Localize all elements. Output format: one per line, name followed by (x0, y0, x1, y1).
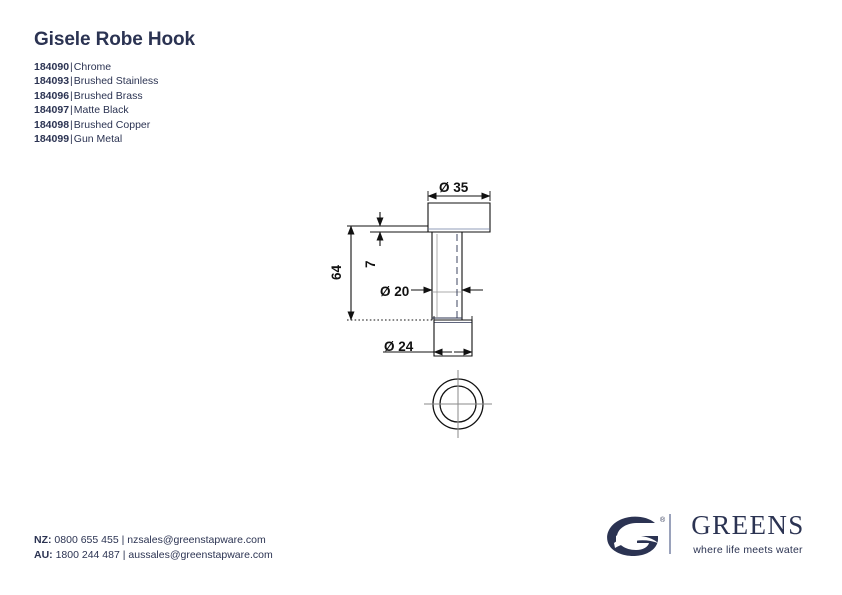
variant-name: Brushed Brass (73, 89, 143, 102)
variant-code: 184098 (34, 118, 70, 131)
brand-logo: ® GREENS where life meets water (600, 508, 815, 564)
variant-separator: | (70, 118, 73, 131)
dimension-label-dia-35: Ø 35 (439, 180, 469, 195)
brand-name: GREENS (691, 510, 805, 540)
variant-name: Brushed Stainless (73, 75, 159, 88)
variant-separator: | (70, 75, 73, 88)
contact-line-nz: NZ: 0800 655 455 | nzsales@greenstapware… (34, 533, 273, 548)
page-title: Gisele Robe Hook (34, 29, 195, 50)
footer-contact: NZ: 0800 655 455 | nzsales@greenstapware… (34, 533, 273, 562)
top-flange-outline (427, 202, 491, 233)
plan-view-circles (424, 370, 492, 438)
list-item: 184096|Brushed Brass (34, 89, 454, 103)
variant-name: Brushed Copper (73, 118, 151, 131)
contact-email-nz[interactable]: nzsales@greenstapware.com (127, 534, 266, 546)
header: Gisele Robe Hook 184090|Chrome 184093|Br… (34, 29, 454, 146)
logo-divider (669, 514, 671, 554)
variant-code: 184096 (34, 89, 70, 102)
variant-separator: | (70, 60, 73, 73)
variant-code: 184099 (34, 132, 70, 145)
base-cylinder-outline (433, 319, 473, 357)
variant-name: Matte Black (73, 104, 129, 117)
variant-code: 184090 (34, 60, 70, 73)
contact-phone-nz: 0800 655 455 (54, 534, 119, 546)
contact-separator: | (121, 534, 125, 546)
list-item: 184098|Brushed Copper (34, 118, 454, 132)
list-item: 184097|Matte Black (34, 103, 454, 117)
dimension-label-len-64: 64 (329, 264, 344, 280)
variant-code: 184093 (34, 75, 70, 88)
extension-lines (347, 191, 491, 356)
trademark-symbol: ® (660, 516, 666, 524)
contact-label-nz: NZ: (34, 534, 52, 546)
dimension-label-len-7: 7 (363, 260, 378, 268)
contact-label-au: AU: (34, 548, 53, 561)
dimension-label-dia-24: Ø 24 (384, 339, 414, 354)
list-item: 184090|Chrome (34, 60, 454, 74)
variant-name: Gun Metal (73, 132, 123, 145)
variant-name: Chrome (73, 60, 112, 73)
variant-separator: | (70, 104, 73, 117)
contact-phone-au: 1800 244 487 (55, 548, 120, 561)
brand-tagline: where life meets water (693, 544, 803, 556)
variant-list: 184090|Chrome 184093|Brushed Stainless 1… (34, 60, 454, 146)
greens-swirl-logo-icon: ® (607, 516, 666, 556)
variant-code: 184097 (34, 104, 70, 117)
variant-separator: | (70, 132, 73, 145)
contact-separator: | (122, 548, 126, 561)
brand-block: GREENS where life meets water (678, 508, 818, 557)
dimension-label-dia-20: Ø 20 (380, 284, 409, 299)
contact-email-au[interactable]: aussales@greenstapware.com (128, 548, 273, 561)
variant-separator: | (70, 89, 73, 102)
list-item: 184099|Gun Metal (34, 132, 454, 146)
shaft-outline (431, 232, 463, 320)
contact-line-au: AU: 1800 244 487 | aussales@greenstapwar… (34, 548, 273, 563)
list-item: 184093|Brushed Stainless (34, 74, 454, 88)
